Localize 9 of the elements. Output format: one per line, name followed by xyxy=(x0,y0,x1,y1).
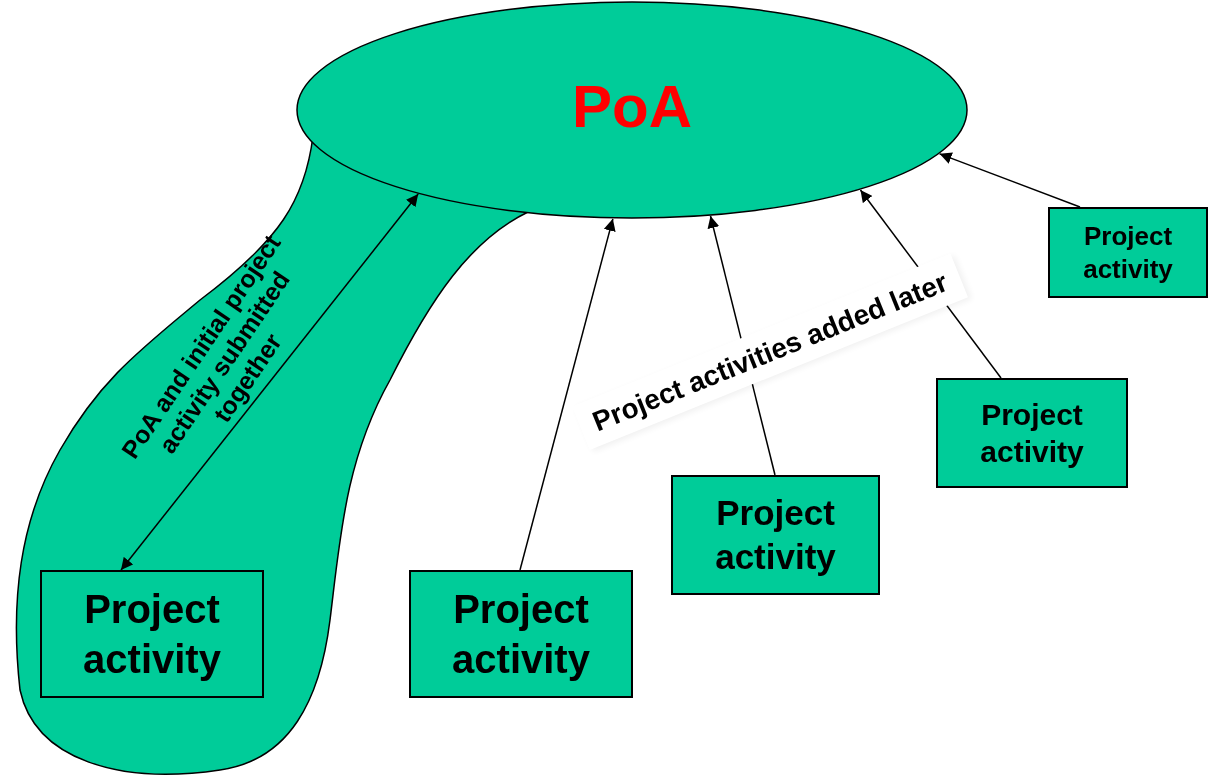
arrow xyxy=(938,152,1081,208)
process-box: Project activity xyxy=(40,570,264,698)
process-box: Project activity xyxy=(409,570,633,698)
process-box: Project activity xyxy=(936,378,1128,488)
process-box: Project activity xyxy=(1048,207,1208,298)
arrow xyxy=(120,193,419,571)
ellipse-title: PoA xyxy=(571,72,693,142)
process-box: Project activity xyxy=(671,475,880,595)
arrow xyxy=(519,218,616,571)
